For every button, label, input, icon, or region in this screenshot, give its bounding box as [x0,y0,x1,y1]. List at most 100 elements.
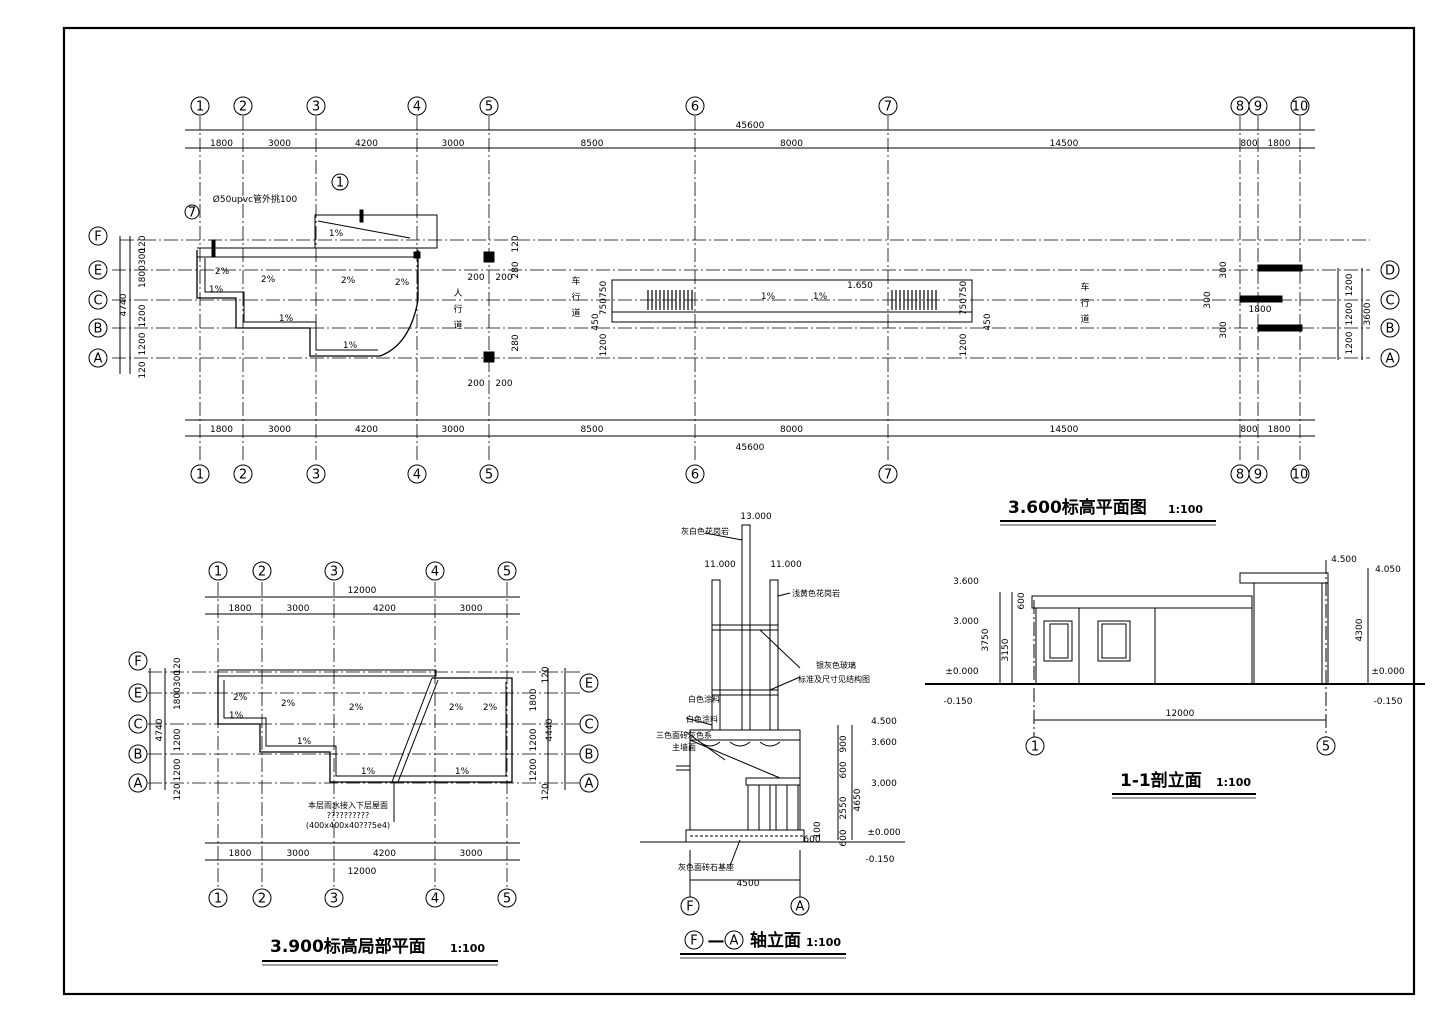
axis-bubble-2-top-label: 2 [258,565,266,580]
axis-bubble-C-right: C [579,714,599,734]
axis-bubble-1-top-label: 1 [196,100,204,115]
sec-dim: 3150 [1001,638,1011,661]
axis-bubble-10-bottom: 10 [1290,464,1310,484]
span-dim-top: 14500 [1050,139,1079,149]
span-dim-top: 1800 [229,604,252,614]
material-label: 灰白色花岗岩 [681,526,729,536]
left-dim: 120 [173,783,183,800]
lane-char-right: 车 [1080,281,1089,293]
axis-bubble-9-bottom: 9 [1248,464,1268,484]
title-section-scale: 1:100 [1216,776,1251,789]
lane-char-left: 行 [571,291,580,303]
axis-bubble-C-left: C [88,290,108,310]
post-dim: 200 [467,379,484,389]
elev-canopy: 1.650 [847,281,873,291]
right-dim: 120 [541,783,551,800]
span-dim-top: 3000 [287,604,310,614]
axis-bubble-5-top-label: 5 [485,100,493,115]
left-dim: 120 [138,361,148,378]
axis-bubble-4-top-label: 4 [431,565,439,580]
lane-char-right: 道 [1080,313,1089,325]
span-dim-bottom: 3000 [460,849,483,859]
title-plan-3900-text: 3.900标高局部平面 [270,936,426,957]
title-plan-3600-scale: 1:100 [1168,503,1203,516]
lane-char-left: 道 [571,307,580,319]
walkway-char: 行 [453,303,462,315]
axis-bubble-9-top: 9 [1248,96,1268,116]
material-label: 标准及尺寸见结构图 [798,674,870,684]
left-dim: 120 [138,235,148,252]
axis-bubble-6-bottom: 6 [685,464,705,484]
right-dim-total: 4440 [545,718,555,741]
slope-label: 2% [395,278,410,288]
elev-dim: 4500 [737,879,760,889]
title-axis-elevation-scale: 1:100 [806,936,841,949]
material-label: 银灰色玻璃 [816,660,856,670]
elev-mark: 3.600 [871,738,897,748]
right-dim: 1200 [529,728,539,751]
elev-mark: 4.500 [1331,555,1357,565]
lane-dim: 450 [983,313,993,330]
elev-mark: ±0.000 [867,828,901,838]
axis-bubble-6-top: 6 [685,96,705,116]
axis-bubble-4-bottom-label: 4 [431,892,439,907]
span-dim-bottom: 800 [1240,425,1257,435]
span-dim-bottom: 4200 [373,849,396,859]
right-dim: 1200 [1345,331,1355,354]
axis-bubble-C-left: C [128,714,148,734]
post-dim: 280 [511,261,521,278]
axis-bubble-4-bottom: 4 [425,888,445,908]
axis-bubble-1-section: 1 [1025,736,1045,756]
axis-bubble-1-bottom: 1 [190,464,210,484]
sec-dim: 4300 [1355,618,1365,641]
elev-dim: 4650 [853,788,863,811]
axis-bubble-4-top-label: 4 [413,100,421,115]
axis-bubble-D-right-label: D [1385,264,1395,279]
elev-dim: 600 [803,835,820,845]
slope-label: 1% [297,737,312,747]
axis-bubble-4-top: 4 [407,96,427,116]
section-1-1 [925,560,1425,740]
axis-bubble-5-bottom-label: 5 [503,892,511,907]
axis-bubble-5-top: 5 [497,561,517,581]
axis-bubble-C-right-label: C [584,718,593,733]
elev-mark: 11.000 [770,560,802,570]
axis-bubble-C-right: C [1380,290,1400,310]
axis-bubble-7-top-label: 7 [884,100,892,115]
lane-dim: 450 [591,313,601,330]
axis-bubble-E-left: E [88,260,108,280]
axis-bubble-2-bottom: 2 [252,888,272,908]
axis-bubble-8-top: 8 [1230,96,1250,116]
section-1-1-labels: 3.6003.000±0.000-0.1504.5004.050±0.000-0… [943,555,1405,756]
axis-bubble-B-right: B [1380,318,1400,338]
section-tag: 1 [331,173,349,191]
gate-tag: 7 [184,204,200,221]
axis-bubble-3-bottom-label: 3 [330,892,338,907]
axis-bubble-F-left: F [88,226,108,246]
axis-bubble-5-section: 5 [1316,736,1336,756]
post-dim: 280 [511,334,521,351]
left-dim: 1200 [173,728,183,751]
elev-mark: 11.000 [704,560,736,570]
axis-bubble-B-left-label: B [134,748,143,763]
axis-elevation [640,524,905,900]
axis-bubble-9-top-label: 9 [1254,100,1262,115]
axis-bubble-3-top: 3 [324,561,344,581]
slope-label: 1% [279,314,294,324]
rain-note-line: (400x400x40???5e4) [306,821,390,830]
elev-dim: 600 [839,829,849,846]
title-plan-3900-scale: 1:100 [450,942,485,955]
axis-bubble-F-elev-label: F [686,900,693,915]
slope-label: 1% [209,285,224,295]
right-dim: 1200 [1345,273,1355,296]
axis-bubble-2-top: 2 [252,561,272,581]
axis-bubble-10-top-label: 10 [1292,100,1309,115]
elev-dim: 2550 [839,796,849,819]
slope-label: 2% [233,693,248,703]
axis-bubble-2-bottom-label: 2 [239,468,247,483]
slope-label: 1% [329,229,344,239]
